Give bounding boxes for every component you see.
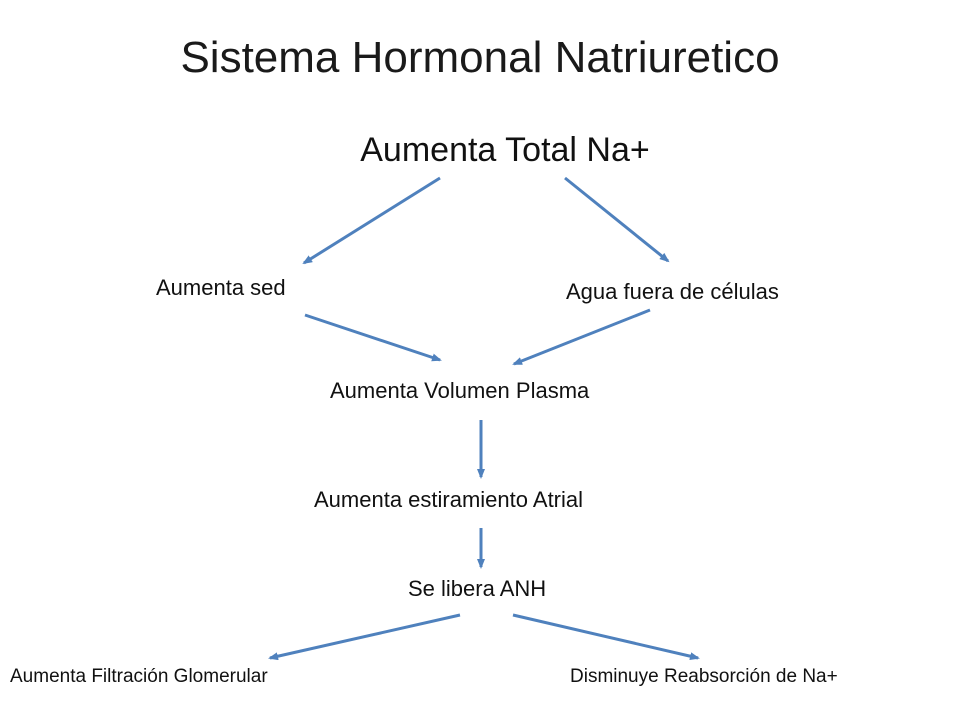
slide-title: Sistema Hormonal Natriuretico [180, 33, 780, 82]
node-aumenta-sed: Aumenta sed [156, 275, 286, 300]
node-se-libera-anh: Se libera ANH [408, 576, 547, 601]
arrow-top-to-sed [302, 176, 441, 265]
node-aumenta-volumen-plasma: Aumenta Volumen Plasma [330, 378, 590, 403]
node-agua-fuera-celulas: Agua fuera de células [566, 279, 779, 304]
node-aumenta-total-na: Aumenta Total Na+ [360, 131, 650, 169]
arrow-anh-to-filtracion [268, 613, 461, 661]
node-aumenta-estiramiento-atrial: Aumenta estiramiento Atrial [314, 487, 584, 512]
node-disminuye-reabsorcion-na: Disminuye Reabsorción de Na+ [570, 666, 838, 687]
arrow-sed-to-volumen [304, 313, 442, 362]
arrow-top-to-agua [564, 176, 670, 263]
node-aumenta-filtracion-glomerular: Aumenta Filtración Glomerular [10, 666, 268, 687]
arrow-agua-to-volumen [512, 308, 651, 366]
arrow-anh-to-reabsorcion [512, 613, 700, 661]
